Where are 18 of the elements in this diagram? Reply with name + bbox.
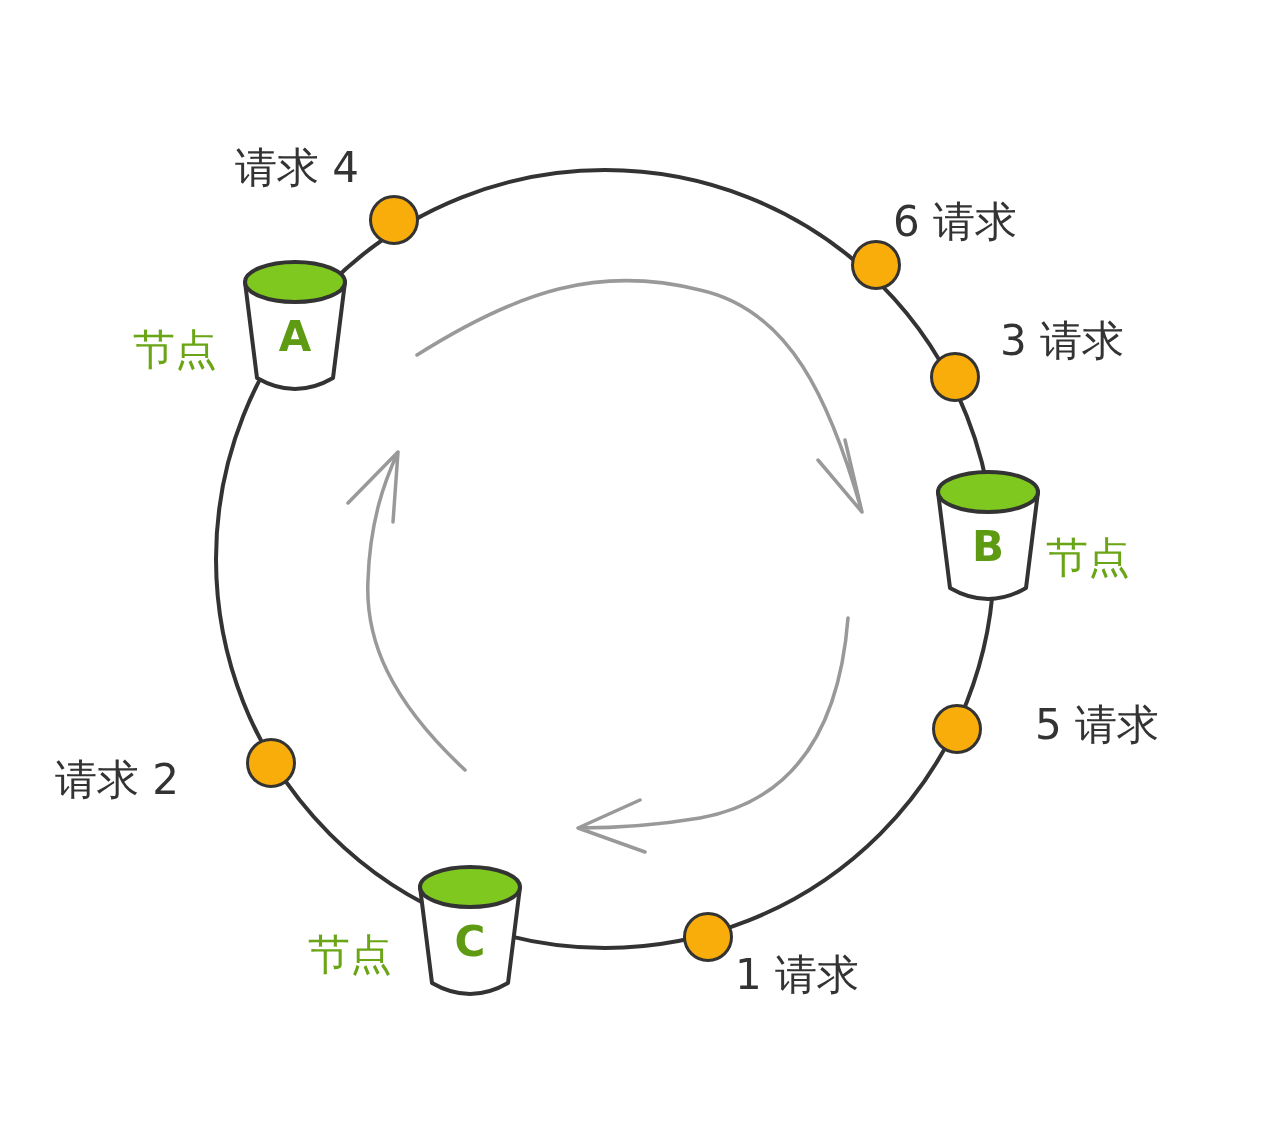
request-dot (851, 240, 901, 290)
node-caption: 节点 (133, 325, 217, 375)
request-label: 3 请求 (1000, 316, 1125, 366)
node-caption: 节点 (308, 930, 392, 980)
request-dot (930, 352, 980, 402)
node-label: A (277, 312, 313, 361)
node-label: B (971, 522, 1005, 571)
request-dot (246, 738, 296, 788)
request-dot (369, 195, 419, 245)
request-label: 1 请求 (735, 950, 860, 1000)
request-label: 6 请求 (893, 197, 1018, 247)
request-label: 5 请求 (1035, 700, 1160, 750)
request-label: 请求 2 (55, 755, 180, 805)
node-label: C (453, 917, 487, 966)
request-dot (932, 704, 982, 754)
request-label: 请求 4 (235, 143, 360, 193)
request-dot (683, 912, 733, 962)
node-caption: 节点 (1046, 533, 1130, 583)
